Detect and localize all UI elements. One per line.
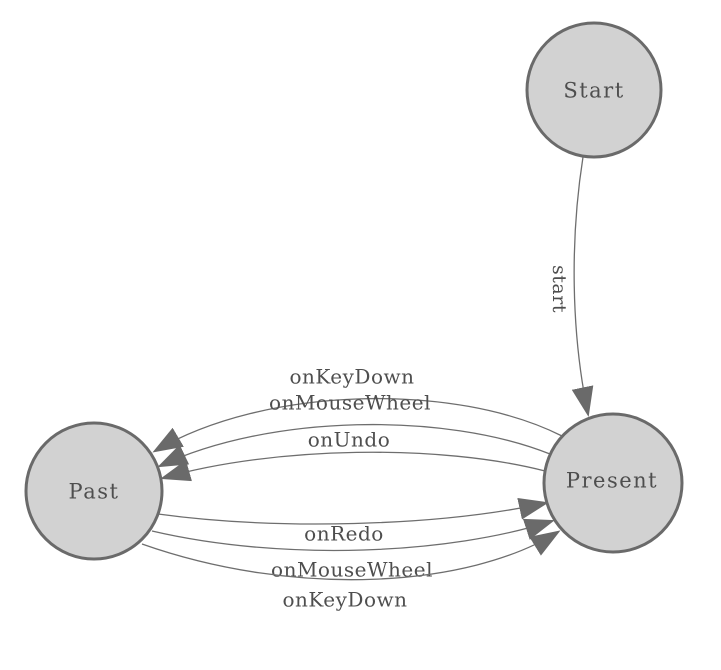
node-present-label: Present [566,469,658,493]
edge-label-onmousewheel-top: onMouseWheel [269,391,431,415]
node-present-circle[interactable] [542,412,684,554]
edge-past-to-present-onkeydown: onKeyDown [141,530,561,612]
edge-past-to-present-onredo: onRedo [157,497,549,546]
node-past-circle[interactable] [24,421,164,561]
edge-label-onkeydown-bottom: onKeyDown [282,588,407,612]
node-start-circle[interactable] [525,21,663,159]
node-past-label: Past [69,480,120,504]
edge-line-start [571,156,594,417]
edge-line-onundo [160,451,546,482]
edge-line-onkeydown-top [152,397,563,453]
edge-label-onmousewheel-bottom: onMouseWheel [271,558,433,582]
edge-line-onkeydown-bottom [141,530,561,581]
node-present[interactable]: Present [542,412,684,554]
edge-label-onredo: onRedo [304,522,384,546]
edge-present-to-past-onundo: onUndo [160,428,546,482]
edge-line-onmousewheel-bottom [151,518,555,552]
edge-line-onredo [157,497,549,525]
node-past[interactable]: Past [24,421,164,561]
edge-present-to-past-onkeydown: onKeyDown [152,365,563,453]
node-start-label: Start [563,79,624,103]
node-start[interactable]: Start [525,21,663,159]
edge-present-to-past-onmousewheel: onMouseWheel [157,391,551,468]
edge-start-to-present: start [548,156,594,417]
edge-label-start: start [548,265,570,313]
edge-label-onkeydown-top: onKeyDown [289,365,414,389]
edge-label-onundo: onUndo [308,428,391,452]
edge-line-onmousewheel-top [157,423,551,468]
